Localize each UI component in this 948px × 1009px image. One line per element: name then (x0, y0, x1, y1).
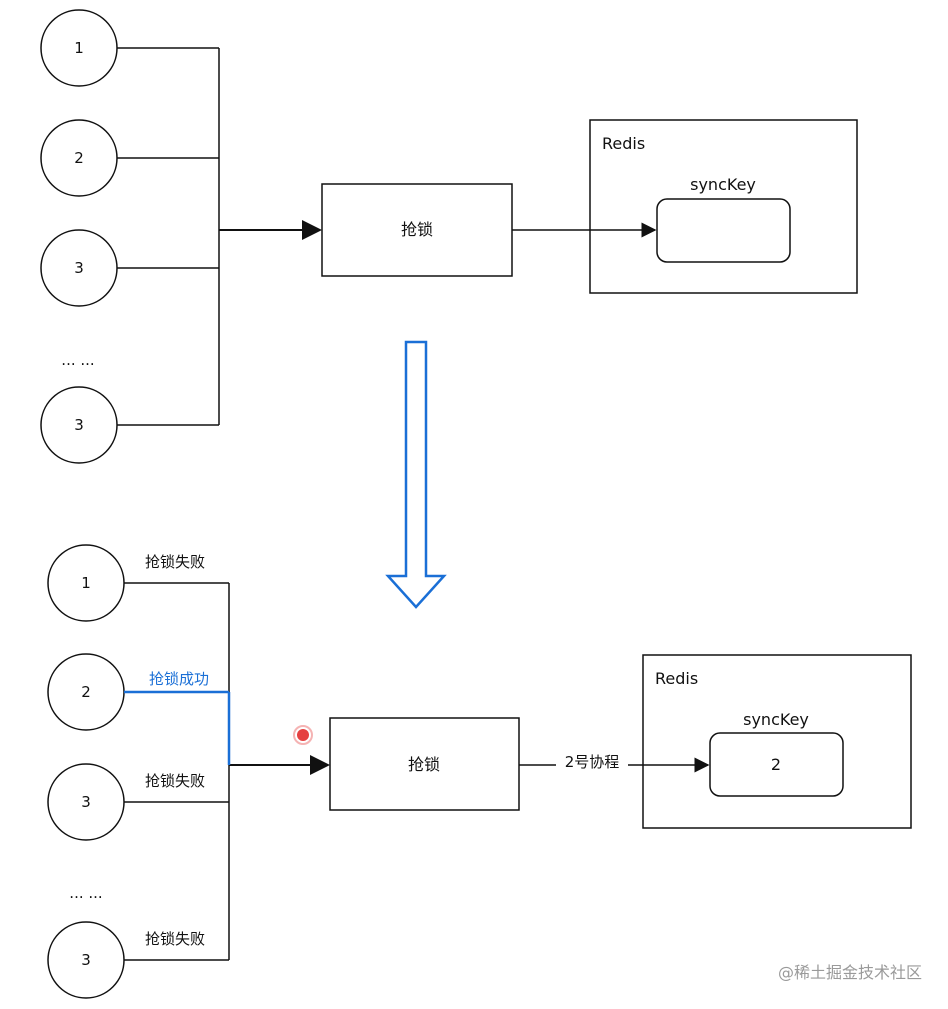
top-lock-box: 抢锁 (321, 183, 513, 277)
bottom-redis-title: Redis (655, 669, 698, 688)
top-worker-2-label: 2 (74, 149, 84, 167)
top-worker-2: 2 (40, 119, 118, 197)
transition-down-arrow-icon (385, 340, 447, 609)
top-worker-3: 3 (40, 229, 118, 307)
bottom-worker-2-label: 2 (81, 683, 91, 701)
top-ellipsis: ... ... (61, 351, 94, 369)
bottom-worker-3: 3 (47, 763, 125, 841)
site-watermark: @稀土掘金技术社区 (777, 963, 922, 982)
top-redis-container: Redis syncKey (589, 119, 858, 294)
top-worker-n: 3 (40, 386, 118, 464)
bottom-edge-label: 2号协程 (565, 753, 620, 771)
bottom-diagram: 1 2 3 ... ... 3 抢锁失败 (47, 544, 912, 999)
bottom-ellipsis: ... ... (69, 884, 102, 902)
cursor-halo-icon (293, 725, 313, 745)
top-key-label: syncKey (690, 175, 756, 194)
top-worker-3-label: 3 (74, 259, 84, 277)
top-worker-n-label: 3 (74, 416, 84, 434)
bottom-key-box (709, 732, 844, 797)
top-redis-title: Redis (602, 134, 645, 153)
bottom-worker-3-label: 3 (81, 793, 91, 811)
cursor-dot-icon (297, 729, 309, 741)
top-connectors (117, 47, 322, 426)
bottom-status-1: 抢锁失败 (145, 553, 205, 571)
bottom-worker-n-label: 3 (81, 951, 91, 969)
top-diagram: 1 2 3 ... ... 3 抢锁 (40, 9, 858, 464)
bottom-key-value: 2 (771, 755, 781, 774)
bottom-lock-box: 抢锁 (329, 717, 520, 811)
bottom-lock-box-label: 抢锁 (408, 755, 440, 774)
bottom-edge-label-bg (556, 750, 628, 772)
bottom-connectors (124, 582, 330, 961)
top-lock-box-label: 抢锁 (401, 220, 433, 239)
bottom-status-3: 抢锁失败 (145, 772, 205, 790)
bottom-status-2: 抢锁成功 (149, 670, 209, 688)
bottom-key-label: syncKey (743, 710, 809, 729)
bottom-success-path (124, 690, 231, 765)
top-worker-1: 1 (40, 9, 118, 87)
top-worker-1-label: 1 (74, 39, 84, 57)
top-key-box (656, 198, 791, 263)
bottom-worker-2: 2 (47, 653, 125, 731)
bottom-redis-container: Redis syncKey 2 (642, 654, 912, 829)
bottom-worker-1-label: 1 (81, 574, 91, 592)
bottom-status-n: 抢锁失败 (145, 930, 205, 948)
bottom-worker-1: 1 (47, 544, 125, 622)
bottom-worker-n: 3 (47, 921, 125, 999)
